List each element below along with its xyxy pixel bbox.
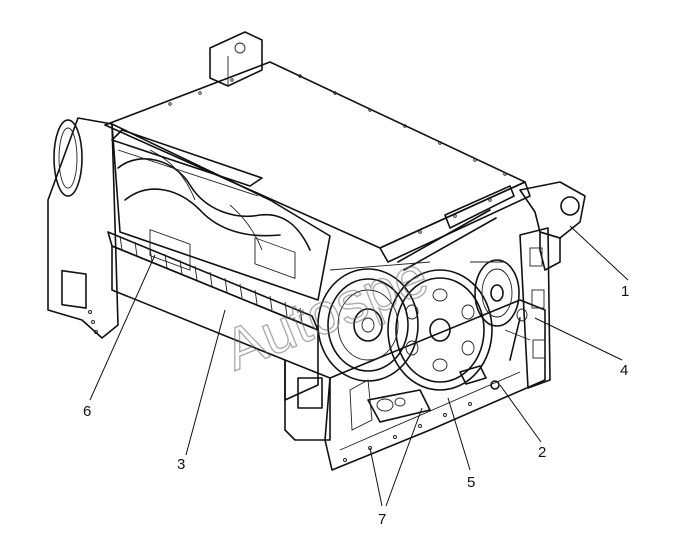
lower-drive-parts [349, 365, 500, 431]
callout-1: 1 [621, 283, 629, 300]
right-pulley [474, 259, 520, 327]
watermark-text: Autospe [215, 243, 437, 383]
callout-7: 7 [378, 511, 386, 528]
left-side-plate [47, 117, 119, 339]
rotor-opening [111, 123, 331, 301]
top-cover [104, 61, 531, 263]
callout-2: 2 [538, 444, 546, 461]
drive-belts [329, 185, 515, 271]
callout-4: 4 [620, 362, 628, 379]
rear-mount-bracket [209, 31, 263, 87]
right-mount-bracket [519, 181, 586, 271]
perforated-pulley [387, 269, 493, 391]
right-frame [324, 227, 551, 471]
callout-3: 3 [177, 456, 185, 473]
leader-lines [89, 225, 629, 507]
belt-tensioner [504, 308, 531, 361]
callout-5: 5 [467, 474, 475, 491]
callout-labels: 1 2 3 4 5 6 7 [83, 283, 629, 528]
callout-6: 6 [83, 403, 91, 420]
